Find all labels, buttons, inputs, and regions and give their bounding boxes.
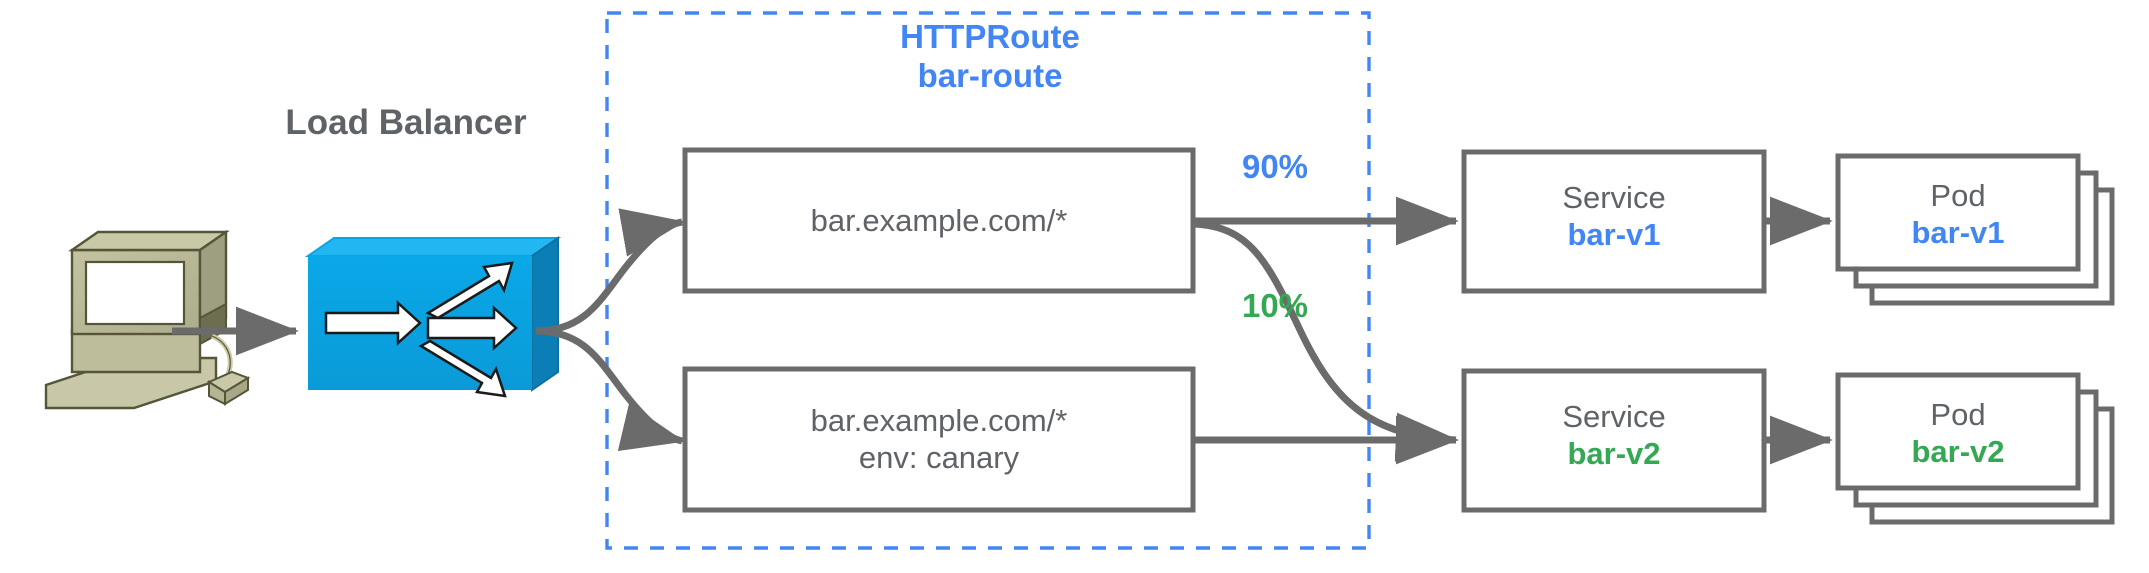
service-kind-label: Service [1562, 180, 1666, 215]
rule-primary-text: bar.example.com/* [685, 203, 1193, 240]
httproute-kind: HTTPRoute [900, 18, 1080, 55]
pod-bar-v1-text: Pod bar-v1 [1838, 178, 2078, 251]
pod-stack-bar-v1[interactable] [1835, 153, 2115, 306]
edge-10-percent [1192, 220, 1459, 462]
service-kind-label: Service [1562, 399, 1666, 434]
rule-canary-line-1: bar.example.com/* [810, 403, 1068, 438]
pod-name-label: bar-v2 [1911, 433, 2005, 469]
rule-box-primary[interactable] [682, 147, 1196, 294]
service-box-bar-v1[interactable] [1461, 149, 1767, 294]
load-balancer-title: Load Balancer [285, 103, 527, 142]
service-box-bar-v2[interactable] [1461, 368, 1767, 513]
rule-canary-line-2: env: canary [858, 439, 1020, 475]
rule-box-canary[interactable] [682, 366, 1196, 513]
weight-label-10: 10% [1241, 287, 1309, 324]
service-bar-v2-text: Service bar-v2 [1464, 399, 1764, 472]
pod-replica-1 [1835, 372, 2081, 491]
pod-bar-v2-text: Pod bar-v2 [1838, 397, 2078, 470]
weight-label-90: 90% [1241, 148, 1309, 185]
pod-name-label: bar-v1 [1911, 214, 2005, 250]
arrow-lb-to-rule-primary [535, 208, 685, 335]
pod-stack-bar-v2[interactable] [1835, 372, 2115, 525]
service-bar-v1-text: Service bar-v1 [1464, 180, 1764, 253]
httproute-boundary [605, 11, 1371, 550]
load-balancer-switch-icon [304, 236, 562, 398]
service-name-label: bar-v2 [1567, 435, 1661, 471]
desktop-computer-icon [44, 229, 251, 410]
pod-kind-label: Pod [1930, 178, 1986, 213]
httproute-name: bar-route [917, 56, 1063, 94]
pod-replica-1 [1835, 153, 2081, 272]
arrow-lb-to-rule-canary [535, 327, 685, 452]
pod-kind-label: Pod [1930, 397, 1986, 432]
rule-primary-line-1: bar.example.com/* [810, 203, 1068, 238]
rule-canary-text: bar.example.com/* env: canary [685, 403, 1193, 476]
service-name-label: bar-v1 [1567, 216, 1661, 252]
httproute-label: HTTPRoute bar-route [805, 18, 1175, 96]
